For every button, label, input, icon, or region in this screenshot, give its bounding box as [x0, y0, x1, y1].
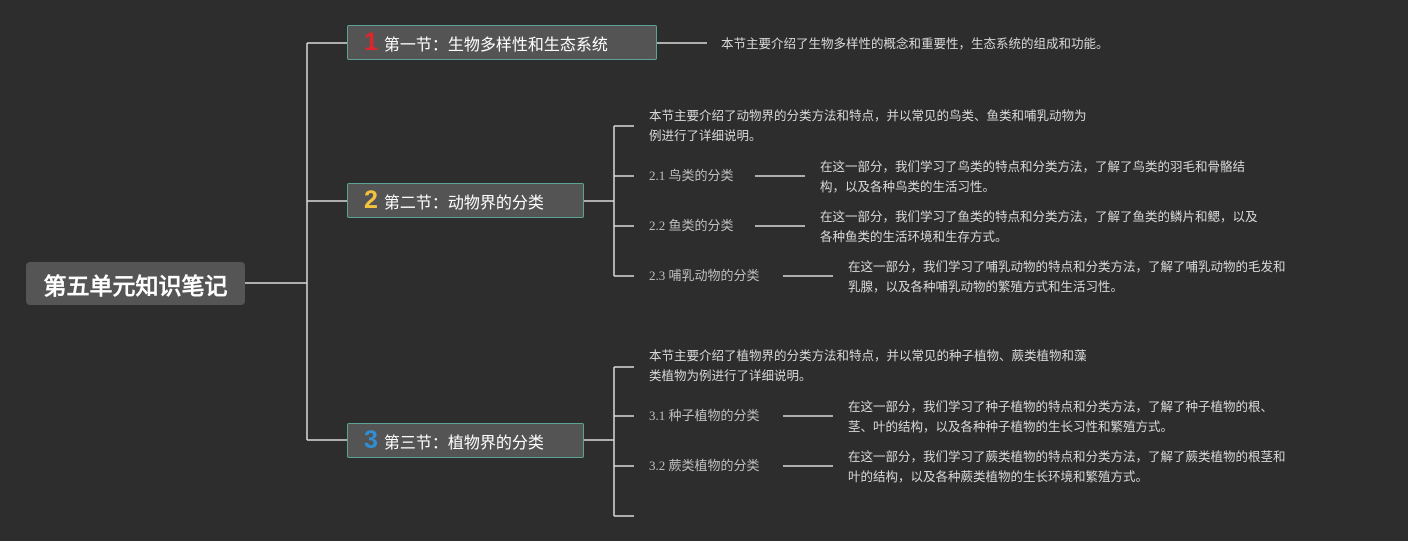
section-1-summary[interactable]: 本节主要介绍了生物多样性的概念和重要性，生态系统的组成和功能。: [721, 36, 1109, 51]
section-1-node[interactable]: 1 第一节：生物多样性和生态系统: [347, 25, 657, 60]
subtopic-3-2-desc-line1: 在这一部分，我们学习了蕨类植物的特点和分类方法，了解了蕨类植物的根茎和: [848, 449, 1286, 464]
root-label: 第五单元知识笔记: [43, 273, 228, 300]
subtopic-2-1-desc-line2: 构，以及各种鸟类的生活习性。: [820, 179, 996, 194]
number-1-icon: 1: [364, 28, 378, 56]
subtopic-2-3-desc-line1: 在这一部分，我们学习了哺乳动物的特点和分类方法，了解了哺乳动物的毛发和: [848, 259, 1286, 274]
subtopic-3-1-desc[interactable]: 在这一部分，我们学习了种子植物的特点和分类方法，了解了种子植物的根、 茎、叶的结…: [848, 397, 1273, 437]
section-2-node[interactable]: 2 第二节：动物界的分类: [347, 183, 584, 218]
subtopic-2-2[interactable]: 2.2 鱼类的分类: [649, 218, 734, 233]
section-3-label: 第三节：植物界的分类: [383, 432, 544, 452]
section-2-label: 第二节：动物界的分类: [383, 192, 544, 212]
section-2-summary[interactable]: 本节主要介绍了动物界的分类方法和特点，并以常见的鸟类、鱼类和哺乳动物为 例进行了…: [649, 106, 1087, 146]
subtopic-2-1-desc-line1: 在这一部分，我们学习了鸟类的特点和分类方法，了解了鸟类的羽毛和骨骼结: [820, 159, 1246, 174]
root-node[interactable]: 第五单元知识笔记: [26, 262, 245, 305]
section-3-summary-line1: 本节主要介绍了植物界的分类方法和特点，并以常见的种子植物、蕨类植物和藻: [649, 348, 1087, 363]
number-2-icon: 2: [364, 186, 378, 214]
section-2-summary-line2: 例进行了详细说明。: [649, 128, 762, 143]
subtopic-2-3-desc[interactable]: 在这一部分，我们学习了哺乳动物的特点和分类方法，了解了哺乳动物的毛发和 乳腺，以…: [848, 257, 1286, 297]
section-1-label: 第一节：生物多样性和生态系统: [383, 34, 608, 54]
subtopic-3-2-desc-line2: 叶的结构，以及各种蕨类植物的生长环境和繁殖方式。: [848, 469, 1149, 484]
subtopic-2-2-desc[interactable]: 在这一部分，我们学习了鱼类的特点和分类方法，了解了鱼类的鳞片和鳃，以及 各种鱼类…: [820, 207, 1258, 247]
section-3-node[interactable]: 3 第三节：植物界的分类: [347, 423, 584, 458]
subtopic-2-1[interactable]: 2.1 鸟类的分类: [649, 168, 734, 183]
subtopic-2-2-desc-line1: 在这一部分，我们学习了鱼类的特点和分类方法，了解了鱼类的鳞片和鳃，以及: [820, 209, 1258, 224]
subtopic-2-2-desc-line2: 各种鱼类的生活环境和生存方式。: [820, 229, 1008, 244]
subtopic-2-1-desc[interactable]: 在这一部分，我们学习了鸟类的特点和分类方法，了解了鸟类的羽毛和骨骼结 构，以及各…: [820, 157, 1245, 197]
number-3-icon: 3: [364, 426, 378, 454]
section-3-summary[interactable]: 本节主要介绍了植物界的分类方法和特点，并以常见的种子植物、蕨类植物和藻 类植物为…: [649, 346, 1087, 386]
subtopic-3-1-desc-line1: 在这一部分，我们学习了种子植物的特点和分类方法，了解了种子植物的根、: [848, 399, 1274, 414]
section-2-summary-line1: 本节主要介绍了动物界的分类方法和特点，并以常见的鸟类、鱼类和哺乳动物为: [649, 108, 1087, 123]
subtopic-2-3-desc-line2: 乳腺，以及各种哺乳动物的繁殖方式和生活习性。: [848, 279, 1124, 294]
subtopic-3-1[interactable]: 3.1 种子植物的分类: [649, 408, 760, 423]
subtopic-2-3[interactable]: 2.3 哺乳动物的分类: [649, 268, 760, 283]
subtopic-3-1-desc-line2: 茎、叶的结构，以及各种种子植物的生长习性和繁殖方式。: [848, 419, 1174, 434]
subtopic-3-2[interactable]: 3.2 蕨类植物的分类: [649, 458, 760, 473]
subtopic-3-2-desc[interactable]: 在这一部分，我们学习了蕨类植物的特点和分类方法，了解了蕨类植物的根茎和 叶的结构…: [848, 447, 1286, 487]
section-3-summary-line2: 类植物为例进行了详细说明。: [649, 368, 812, 383]
